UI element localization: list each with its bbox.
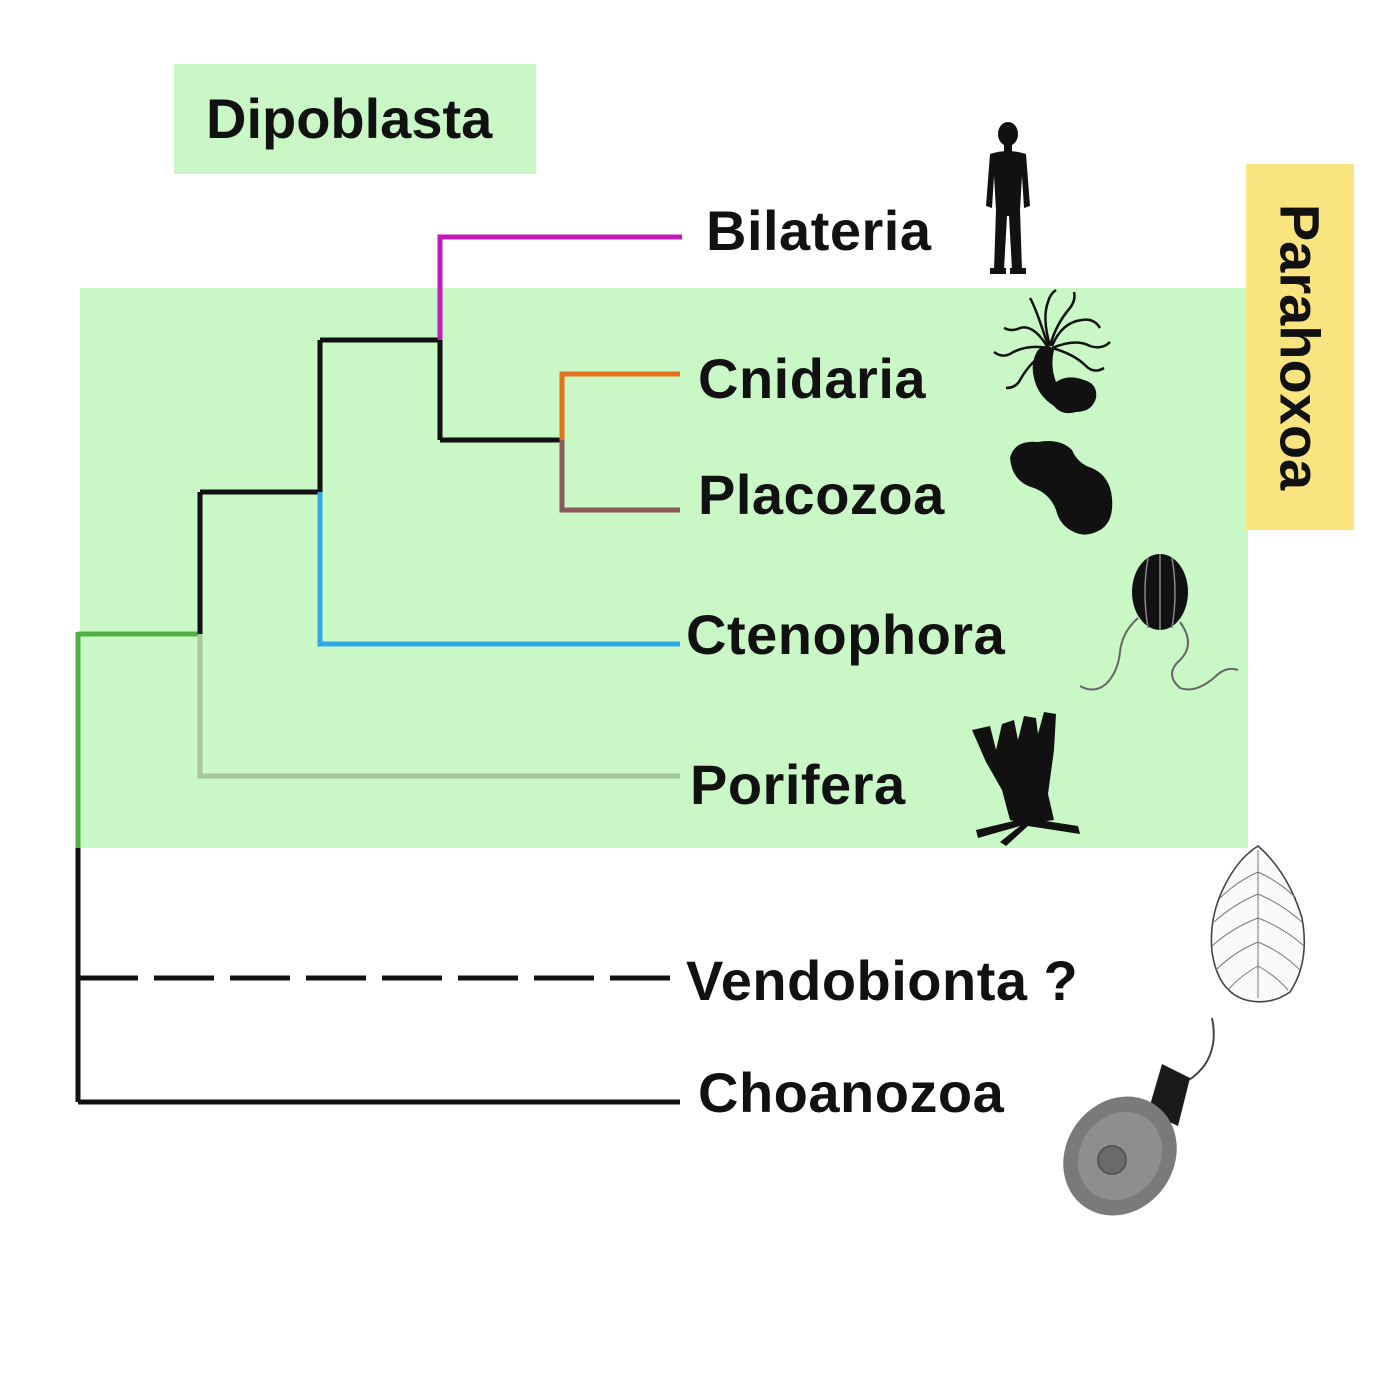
bilateria-branch [437,234,682,340]
placozoa-branch [559,440,680,513]
comb-jelly-icon [1079,554,1239,691]
dipoblasta-label-box [174,64,536,174]
dipoblasta-label: Dipoblasta [206,87,493,150]
hydra-icon [993,288,1111,414]
vendobiont-fossil-icon [1210,845,1306,1003]
cnidaria-branch [559,371,680,440]
taxon-label-ctenophora: Ctenophora [686,603,1006,666]
taxon-label-bilateria: Bilateria [706,199,932,262]
taxon-label-porifera: Porifera [690,753,906,816]
parahoxoa-label: Parahoxoa [1268,203,1332,491]
choanoflagellate-icon [1063,1017,1215,1216]
taxon-label-vendobionta: Vendobionta ? [686,949,1079,1012]
taxon-label-placozoa: Placozoa [698,463,945,526]
taxon-label-choanozoa: Choanozoa [698,1061,1005,1124]
trichoplax-icon [1010,441,1113,535]
eumetazoa-stem [200,340,323,495]
taxon-label-cnidaria: Cnidaria [698,347,927,410]
porifera-branch [197,634,680,779]
ctenophora-branch [317,492,680,647]
human-silhouette-icon [986,122,1030,274]
sponge-icon [972,712,1080,846]
parahoxoa-stem [320,337,443,440]
parahoxoa-label-box [1246,164,1354,530]
